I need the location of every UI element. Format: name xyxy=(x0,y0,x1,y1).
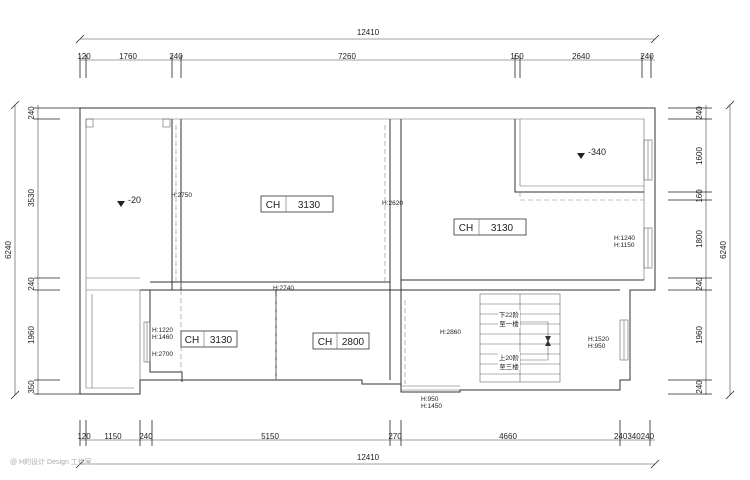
left-dim-4: 1960 xyxy=(27,326,36,344)
top-total-dim: 12410 xyxy=(357,28,380,37)
left-dimension-chain: 6240 240 3530 240 1960 350 xyxy=(4,100,80,400)
right-dim-1: 240 xyxy=(695,106,704,120)
ch-prefix-2: CH xyxy=(459,223,473,234)
right-total-dim: 6240 xyxy=(719,241,728,259)
level-triangle-icon xyxy=(577,153,585,159)
bottom-dim-7: 240340240 xyxy=(614,432,655,441)
window-br-height-a: H:1520 xyxy=(588,336,609,343)
ceiling-height-box-4: CH 2800 xyxy=(312,332,370,350)
bottom-dim-2: 1150 xyxy=(104,432,122,441)
level-value-balcony: -20 xyxy=(128,195,141,205)
top-dim-2: 1760 xyxy=(119,52,137,61)
level-value-upper-right: -340 xyxy=(588,147,606,157)
stair-down-label-b: 至一楼 xyxy=(499,319,519,328)
ch-prefix-4: CH xyxy=(318,337,332,348)
bottom-dim-3: 240 xyxy=(139,432,153,441)
window-left-height-a: H:1220 xyxy=(152,327,173,334)
bottom-dim-4: 5150 xyxy=(261,432,279,441)
level-marker-balcony: -20 xyxy=(117,195,141,207)
top-dim-4: 7260 xyxy=(338,52,356,61)
ch-prefix-3: CH xyxy=(185,335,199,346)
top-dim-5: 150 xyxy=(510,52,524,61)
level-marker-upper-right: -340 xyxy=(577,147,606,159)
height-label-2860: H:2860 xyxy=(440,329,461,336)
stair-up-label-b: 至三楼 xyxy=(499,362,519,371)
right-dim-6: 1960 xyxy=(695,326,704,344)
window-left-height-b: H:1460 xyxy=(152,334,173,341)
level-triangle-icon xyxy=(117,201,125,207)
height-label-2700: H:2700 xyxy=(152,351,173,358)
ch-prefix-1: CH xyxy=(266,200,280,211)
bottom-dim-5: 270 xyxy=(388,432,402,441)
bottom-dim-1: 120 xyxy=(77,432,91,441)
door-height-a: H:950 xyxy=(421,396,439,403)
window-right-height-a: H:1240 xyxy=(614,235,635,242)
ch-value-3: 3130 xyxy=(210,335,233,346)
ceiling-height-box-2: CH 3130 xyxy=(453,218,527,236)
right-dimension-chain: 240 1600 160 1800 240 1960 240 6240 xyxy=(668,100,735,400)
ceiling-height-box-3: CH 3130 xyxy=(180,330,238,348)
right-dim-4: 1800 xyxy=(695,230,704,248)
ch-value-2: 3130 xyxy=(491,223,514,234)
bottom-total-dim: 12410 xyxy=(357,453,380,462)
bottom-dim-6: 4660 xyxy=(499,432,517,441)
staircase: 下22阶 至一楼 上20阶 至三楼 xyxy=(401,293,561,391)
windows xyxy=(85,118,653,363)
left-total-dim: 6240 xyxy=(4,241,13,259)
top-dim-7: 240 xyxy=(640,52,654,61)
ceiling-height-box-1: CH 3130 xyxy=(260,195,334,213)
right-dim-3: 160 xyxy=(695,189,704,203)
height-annotations: H:2750 H:2620 H:2740 H:2860 H:2700 H:122… xyxy=(152,192,635,410)
height-label-2620: H:2620 xyxy=(382,200,403,207)
height-label-2750: H:2750 xyxy=(171,192,192,199)
ch-value-1: 3130 xyxy=(298,200,321,211)
right-dim-2: 1600 xyxy=(695,147,704,165)
right-dim-7: 240 xyxy=(695,380,704,394)
right-dim-5: 240 xyxy=(695,277,704,291)
window-right-height-b: H:1150 xyxy=(614,242,635,249)
left-dim-1: 240 xyxy=(27,106,36,120)
walls xyxy=(79,107,656,395)
top-dim-3: 240 xyxy=(169,52,183,61)
stair-up-label-a: 上20阶 xyxy=(499,353,520,362)
left-dim-5: 350 xyxy=(27,380,36,394)
top-dim-6: 2640 xyxy=(572,52,590,61)
height-label-2740: H:2740 xyxy=(273,285,294,292)
door-height-b: H:1450 xyxy=(421,403,442,410)
bottom-dimension-chain: 120 1150 240 5150 270 4660 240340240 124… xyxy=(75,420,660,469)
top-dimension-chain: 12410 120 1760 240 7260 150 2640 240 xyxy=(75,28,660,78)
left-dim-3: 240 xyxy=(27,277,36,291)
dashed-openings xyxy=(175,125,644,384)
top-dim-1: 120 xyxy=(77,52,91,61)
stair-down-label-a: 下22阶 xyxy=(499,310,520,319)
ch-value-4: 2800 xyxy=(342,337,365,348)
left-dim-2: 3530 xyxy=(27,189,36,207)
watermark: @ H的设计 Design 工作室 xyxy=(10,457,92,466)
window-br-height-b: H:950 xyxy=(588,343,606,350)
